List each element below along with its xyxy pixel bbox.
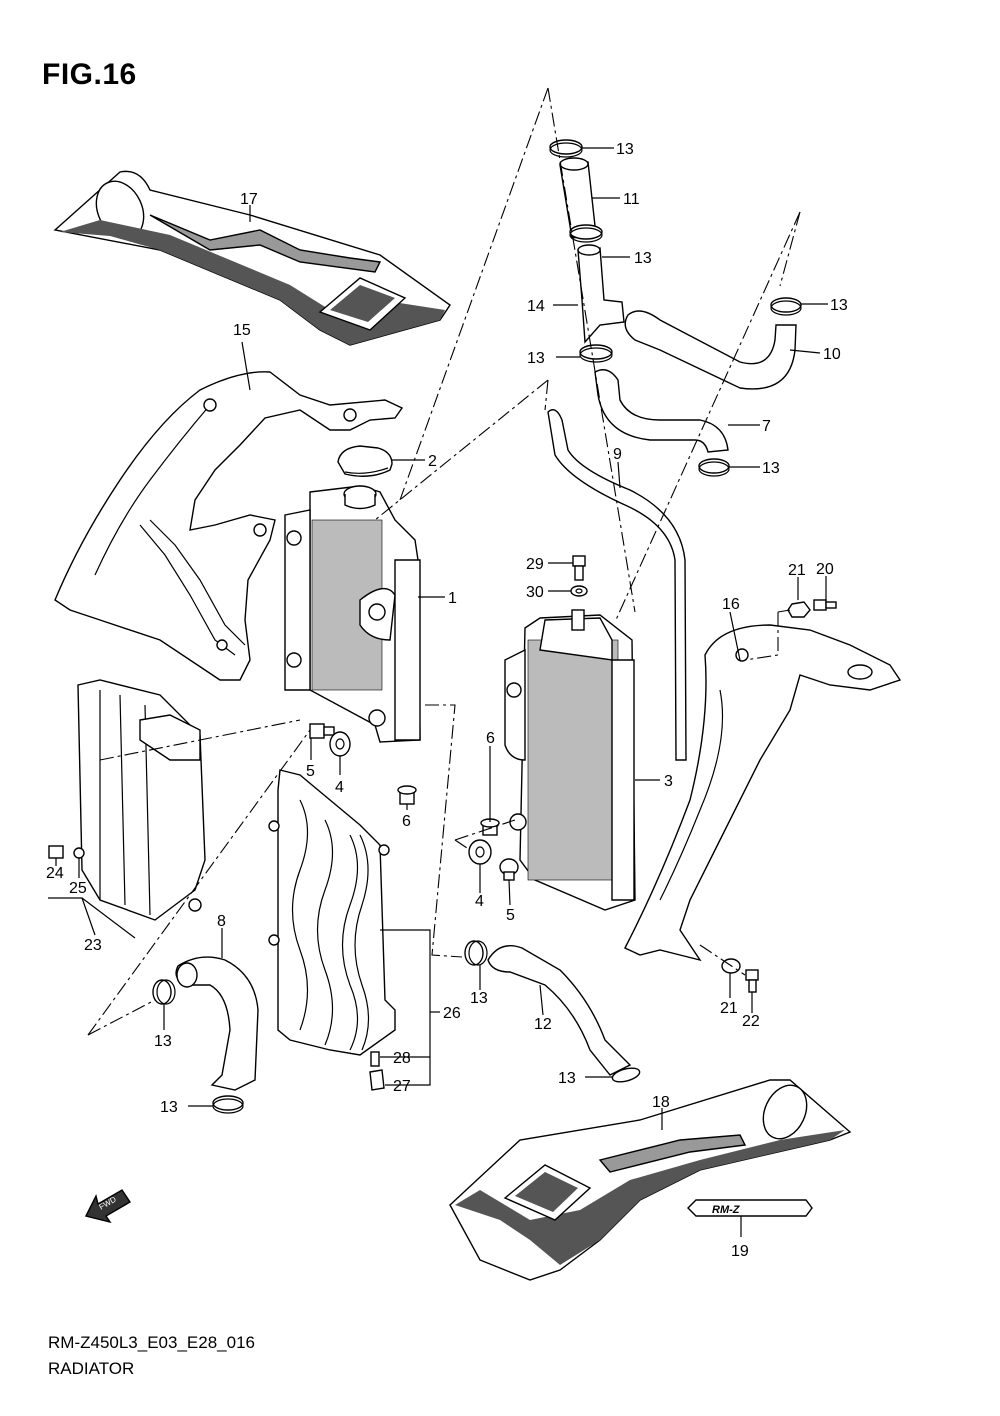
part-5-bolt-b bbox=[499, 858, 519, 881]
part-12-radiator-hose bbox=[487, 945, 632, 1076]
part-13-hose-clamp-b bbox=[569, 224, 603, 243]
part-8-radiator-hose bbox=[175, 956, 259, 1091]
part-23-radiator-guard-left bbox=[77, 679, 206, 921]
callout-12: 12 bbox=[534, 1016, 552, 1033]
callout-13: 13 bbox=[527, 350, 545, 367]
part-13-hose-clamp-i bbox=[611, 1067, 641, 1083]
emblem-text: RM-Z bbox=[712, 1204, 741, 1216]
part-1-radiator-left bbox=[284, 485, 421, 743]
part-28-collar bbox=[370, 1051, 380, 1067]
callout-25: 25 bbox=[69, 880, 87, 897]
part-29-bolt bbox=[572, 555, 586, 581]
callout-6: 6 bbox=[402, 813, 411, 830]
part-16-radiator-shroud-right bbox=[624, 624, 902, 962]
callout-10: 10 bbox=[823, 346, 841, 363]
part-3-radiator-right bbox=[504, 609, 636, 911]
callout-6: 6 bbox=[486, 730, 495, 747]
part-13-hose-clamp-g bbox=[212, 1095, 244, 1114]
callout-29: 29 bbox=[526, 556, 544, 573]
part-21-nut-upper bbox=[787, 601, 811, 618]
part-10-radiator-hose bbox=[624, 310, 797, 390]
callout-18: 18 bbox=[652, 1094, 670, 1111]
part-27-bolt bbox=[369, 1069, 385, 1091]
callout-1: 1 bbox=[448, 590, 457, 607]
callout-13: 13 bbox=[830, 297, 848, 314]
callout-30: 30 bbox=[526, 584, 544, 601]
callout-13: 13 bbox=[558, 1070, 576, 1087]
part-13-hose-clamp-d bbox=[770, 297, 802, 316]
part-15-radiator-shroud-left bbox=[54, 371, 404, 681]
leader-lines bbox=[48, 147, 828, 1237]
part-24-clip bbox=[48, 845, 64, 859]
part-2-radiator-cap bbox=[337, 445, 393, 477]
callout-13: 13 bbox=[470, 990, 488, 1007]
part-18-shroud-decal-right bbox=[449, 1079, 852, 1281]
figure-title: FIG.16 bbox=[42, 58, 137, 91]
part-13-hose-clamp-f bbox=[152, 979, 176, 1005]
callout-2: 2 bbox=[428, 453, 437, 470]
part-9-breather-hose bbox=[547, 409, 687, 761]
callout-23: 23 bbox=[84, 937, 102, 954]
part-26-radiator-guard bbox=[268, 769, 396, 1056]
callout-19: 19 bbox=[731, 1243, 749, 1260]
callout-9: 9 bbox=[613, 446, 622, 463]
callout-22: 22 bbox=[742, 1013, 760, 1030]
callout-7: 7 bbox=[762, 418, 771, 435]
callout-15: 15 bbox=[233, 322, 251, 339]
callout-13: 13 bbox=[762, 460, 780, 477]
callout-14: 14 bbox=[527, 298, 545, 315]
part-22-bolt bbox=[745, 969, 759, 993]
callout-27: 27 bbox=[393, 1078, 411, 1095]
callout-16: 16 bbox=[722, 596, 740, 613]
part-6-collar-a bbox=[397, 785, 417, 805]
callout-13: 13 bbox=[634, 250, 652, 267]
part-4-grommet-b bbox=[468, 839, 492, 865]
callout-21: 21 bbox=[788, 562, 806, 579]
callout-21: 21 bbox=[720, 1000, 738, 1017]
callout-8: 8 bbox=[217, 913, 226, 930]
figure-code: RM-Z450L3_E03_E28_016 bbox=[48, 1333, 255, 1352]
part-4-grommet-a bbox=[329, 731, 351, 757]
part-11-upper-hose bbox=[559, 157, 597, 239]
part-25-screw bbox=[73, 847, 85, 859]
part-13-hose-clamp-c bbox=[579, 344, 613, 363]
callout-4: 4 bbox=[335, 779, 344, 796]
part-13-hose-clamp-h bbox=[464, 940, 488, 966]
callout-5: 5 bbox=[306, 763, 315, 780]
part-13-hose-clamp-e bbox=[698, 458, 730, 477]
callout-17: 17 bbox=[240, 191, 258, 208]
part-30-washer bbox=[570, 585, 588, 597]
reference-lines bbox=[87, 87, 801, 1036]
part-20-bolt bbox=[813, 599, 837, 611]
callout-13: 13 bbox=[154, 1033, 172, 1050]
part-19-emblem: RM-Z bbox=[687, 1199, 813, 1217]
callout-26: 26 bbox=[443, 1005, 461, 1022]
callout-13: 13 bbox=[616, 141, 634, 158]
callout-4: 4 bbox=[475, 893, 484, 910]
fwd-arrow-icon: FWD bbox=[84, 1189, 131, 1224]
figure-name: RADIATOR bbox=[48, 1359, 135, 1378]
part-6-collar-b bbox=[480, 818, 500, 836]
callout-28: 28 bbox=[393, 1050, 411, 1067]
callout-20: 20 bbox=[816, 561, 834, 578]
callout-3: 3 bbox=[664, 773, 673, 790]
part-17-shroud-decal-left bbox=[53, 170, 451, 346]
callout-13: 13 bbox=[160, 1099, 178, 1116]
callout-5: 5 bbox=[506, 907, 515, 924]
callout-labels: 13 11 13 14 13 13 10 7 13 17 15 2 9 1 29… bbox=[46, 141, 848, 1260]
callout-11: 11 bbox=[623, 191, 640, 208]
part-7-radiator-hose bbox=[594, 369, 729, 453]
callout-24: 24 bbox=[46, 865, 64, 882]
part-14-t-joint bbox=[577, 244, 625, 344]
part-5-bolt-a bbox=[309, 723, 335, 739]
part-13-hose-clamp-a bbox=[549, 139, 583, 158]
